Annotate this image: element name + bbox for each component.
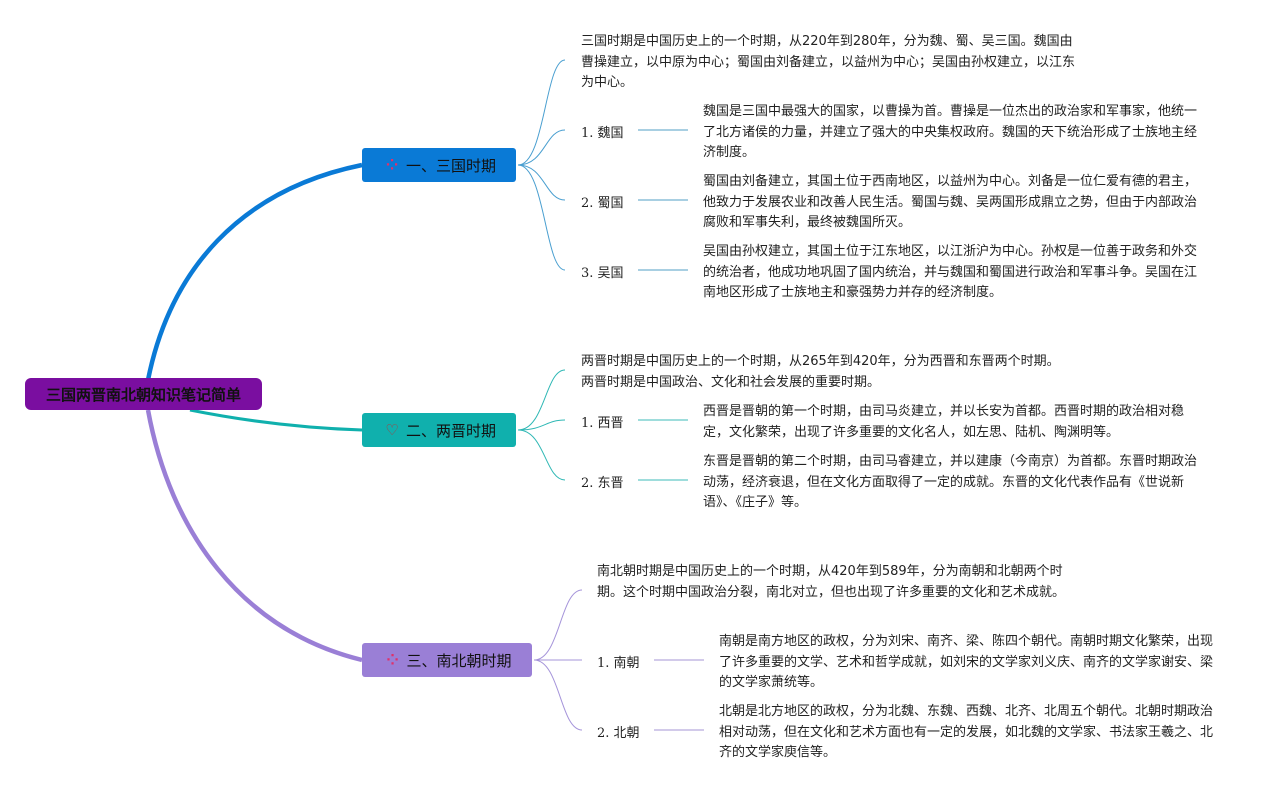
branch-title: 二、两晋时期 (405, 421, 496, 440)
subtopic-text: 西晋是晋朝的第一个时期，由司马炎建立，并以长安为首都。西晋时期的政治相对稳定，文… (703, 404, 1185, 440)
branch-summary: 两晋时期是中国历史上的一个时期，从265年到420年，分为西晋和东晋两个时期。两… (581, 354, 1060, 390)
subtopic-text: 魏国是三国中最强大的国家，以曹操为首。曹操是一位杰出的政治家和军事家，他统一了北… (703, 104, 1198, 160)
subtopic-text: 蜀国由刘备建立，其国土位于西南地区，以益州为中心。刘备是一位仁爱有德的君主，他致… (703, 174, 1198, 230)
heart-icon: ♡ (385, 421, 399, 439)
subtopic-label[interactable]: 3. 吴国 (581, 266, 624, 281)
branch-title: 三、南北朝时期 (406, 651, 512, 670)
branch-summary: 南北朝时期是中国历史上的一个时期，从420年到589年，分为南朝和北朝两个时期。… (597, 564, 1066, 600)
link-b1-summary (517, 59, 566, 166)
branch-title: 一、三国时期 (405, 156, 496, 175)
subtopic-label[interactable]: 1. 南朝 (597, 656, 640, 671)
subtopic-text: 东晋是晋朝的第二个时期，由司马睿建立，并以建康（今南京）为首都。东晋时期政治动荡… (703, 454, 1198, 510)
link-b2-item2 (517, 429, 566, 481)
link-root-branch-2 (189, 408, 363, 432)
link-b1-item2 (517, 164, 566, 201)
root-title: 三国两晋南北朝知识笔记简单 (45, 385, 241, 404)
link-b2-item1 (517, 419, 566, 431)
link-root-branch-1 (145, 162, 363, 381)
branch-three-kingdoms[interactable]: ⁘ 一、三国时期 (362, 148, 516, 182)
link-root-branch-3 (145, 409, 363, 663)
link-b2-summary (517, 369, 566, 431)
sparkle-icon: ⁘ (385, 156, 399, 174)
subtopic-label[interactable]: 1. 西晋 (581, 416, 624, 431)
branch-two-jin[interactable]: ♡ 二、两晋时期 (362, 413, 516, 447)
link-b3-item2 (533, 659, 583, 731)
subtopic-label[interactable]: 1. 魏国 (581, 126, 624, 141)
subtopic-label[interactable]: 2. 北朝 (597, 726, 640, 741)
branch-summary: 三国时期是中国历史上的一个时期，从220年到280年，分为魏、蜀、吴三国。魏国由… (581, 34, 1076, 90)
sparkle-icon: ⁘ (386, 651, 399, 669)
link-b3-summary (533, 589, 583, 661)
root-topic[interactable]: 三国两晋南北朝知识笔记简单 (25, 378, 262, 410)
subtopic-label[interactable]: 2. 东晋 (581, 476, 624, 491)
link-b1-item3 (517, 164, 566, 271)
subtopic-text: 南朝是南方地区的政权，分为刘宋、南齐、梁、陈四个朝代。南朝时期文化繁荣，出现了许… (719, 634, 1214, 690)
subtopic-label[interactable]: 2. 蜀国 (581, 196, 624, 211)
subtopic-text: 北朝是北方地区的政权，分为北魏、东魏、西魏、北齐、北周五个朝代。北朝时期政治相对… (719, 704, 1214, 760)
link-b1-item1 (517, 129, 566, 166)
subtopic-text: 吴国由孙权建立，其国土位于江东地区，以江浙沪为中心。孙权是一位善于政务和外交的统… (703, 244, 1198, 300)
branch-southern-northern[interactable]: ⁘ 三、南北朝时期 (362, 643, 532, 677)
